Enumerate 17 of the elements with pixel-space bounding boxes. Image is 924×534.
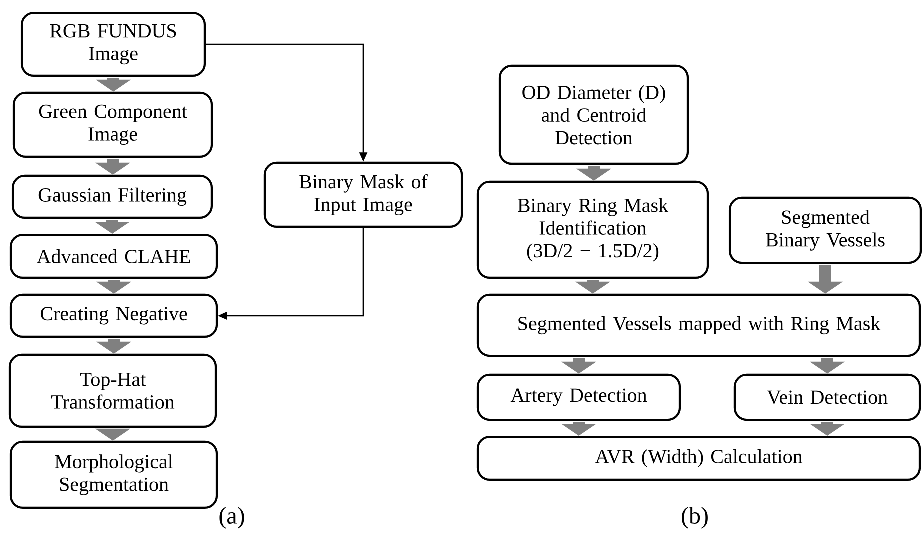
process-box: Segmented Binary Vessels [728, 196, 922, 264]
process-box: Binary Mask of Input Image [264, 162, 464, 228]
process-box: RGB FUNDUS Image [20, 12, 206, 78]
panel-label: (b) [682, 507, 708, 529]
process-box: Morphological Segmentation [10, 440, 218, 510]
process-box: AVR (Width) Calculation [476, 436, 922, 482]
process-box: Creating Negative [10, 294, 218, 338]
process-box: Segmented Vessels mapped with Ring Mask [476, 294, 922, 358]
panel-label: (a) [220, 507, 244, 529]
process-box: OD Diameter (D) and Centroid Detection [498, 64, 690, 166]
process-box: Advanced CLAHE [10, 234, 218, 280]
process-box: Vein Detection [734, 374, 922, 422]
process-box: Artery Detection [476, 374, 682, 422]
process-box: Green Component Image [12, 92, 214, 158]
process-box: Top-Hat Transformation [8, 354, 218, 428]
process-box: Gaussian Filtering [12, 174, 214, 220]
process-box: Binary Ring Mask Identification (3D/2 − 1.5D/2) [476, 180, 710, 280]
